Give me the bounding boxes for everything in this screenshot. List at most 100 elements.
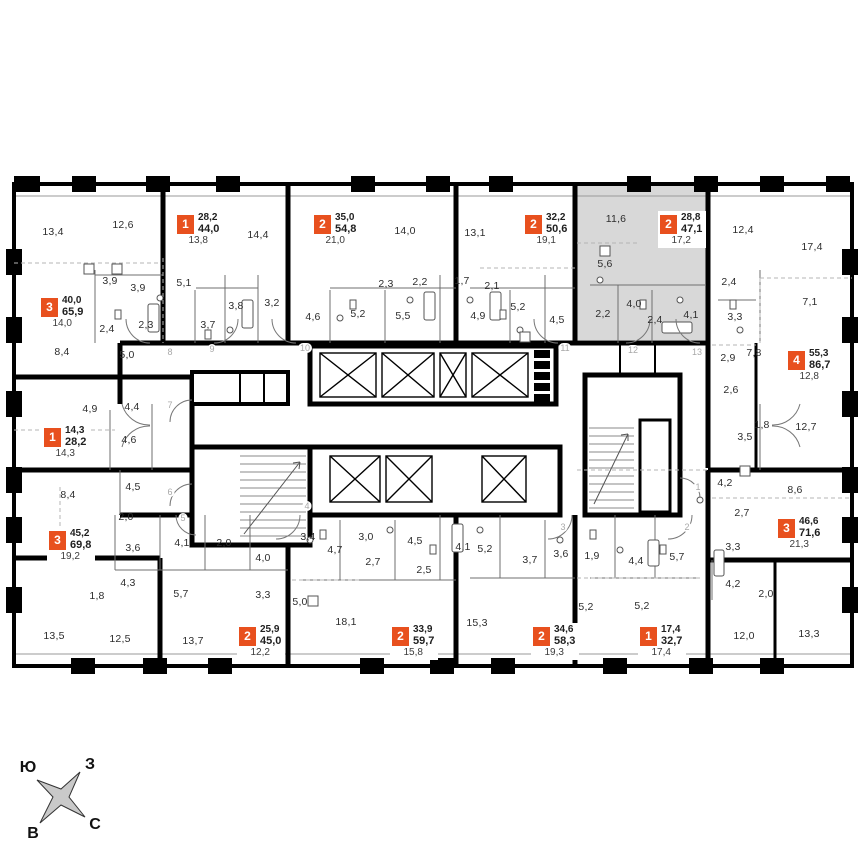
room-area-label: 3,6 — [553, 548, 569, 560]
room-area-label: 8,6 — [787, 484, 803, 496]
apartment-total-area: 71,6 — [799, 526, 821, 539]
room-area-label: 7,1 — [802, 296, 818, 308]
apartment-living-area: 40,0 — [62, 295, 82, 306]
apartment-total-area: 32,7 — [661, 634, 683, 647]
room-area-label: 12,0 — [733, 630, 755, 642]
room-area-label: 5,0 — [119, 349, 135, 361]
apartment-kitchen-area: 14,0 — [52, 318, 72, 330]
room-area-label: 3,0 — [358, 531, 374, 543]
room-area-label: 2,3 — [138, 319, 154, 331]
apartment-rooms-count: 2 — [533, 626, 550, 646]
apartment-living-area: 55,3 — [809, 348, 829, 359]
apartment-rooms-count: 2 — [660, 214, 677, 234]
compass-direction-label: Ю — [19, 759, 37, 776]
room-area-label: 2,7 — [365, 556, 381, 568]
unit-entry-number: 12 — [625, 345, 641, 355]
apartment-total-area: 44,0 — [198, 222, 220, 235]
unit-entry-number: 11 — [558, 343, 572, 353]
apartment-rooms-count: 3 — [778, 518, 795, 538]
room-area-label: 3,5 — [737, 431, 753, 443]
room-area-label: 3,2 — [264, 297, 280, 309]
room-area-label: 13,1 — [464, 227, 486, 239]
room-area-label: 3,7 — [200, 319, 216, 331]
room-area-label: 2,0 — [216, 537, 232, 549]
room-area-label: 4,3 — [120, 577, 136, 589]
room-area-label: 4,1 — [683, 309, 699, 321]
unit-entry-number: 10 — [297, 343, 313, 353]
room-area-label: 4,5 — [549, 314, 565, 326]
apartment-living-area: 17,4 — [661, 624, 681, 635]
room-area-label: 5,6 — [597, 258, 613, 270]
room-area-label: 2,4 — [721, 276, 737, 288]
room-area-label: 1,8 — [754, 419, 770, 431]
room-area-label: 18,1 — [335, 616, 357, 628]
room-area-label: 8,4 — [60, 489, 76, 501]
room-area-label: 4,4 — [628, 555, 644, 567]
room-area-label: 2,9 — [720, 352, 736, 364]
unit-entry-number: 7 — [165, 400, 175, 410]
compass-star-icon — [36, 771, 86, 824]
room-area-label: 2,2 — [412, 276, 428, 288]
apartment-kitchen-area: 17,4 — [651, 647, 671, 659]
compass-direction-label: С — [89, 816, 101, 833]
apartment-total-area: 59,7 — [413, 634, 435, 647]
room-area-label: 5,2 — [634, 600, 650, 612]
apartment-living-area: 28,2 — [198, 212, 218, 223]
apartment-living-area: 33,9 — [413, 624, 433, 635]
room-area-label: 3,4 — [300, 531, 316, 543]
room-area-label: 2,4 — [647, 314, 663, 326]
room-area-label: 5,2 — [510, 301, 526, 313]
apartment-total-area: 28,2 — [65, 435, 87, 448]
apartment-kitchen-area: 19,3 — [544, 647, 564, 659]
apartment-total-area: 47,1 — [681, 222, 703, 235]
room-area-label: 2,3 — [378, 278, 394, 290]
compass-direction-label: В — [27, 825, 39, 842]
unit-entry-number: 13 — [689, 347, 705, 357]
room-area-label: 5,0 — [292, 596, 308, 608]
room-area-label: 4,1 — [174, 537, 190, 549]
room-area-label: 1,9 — [584, 550, 600, 562]
room-area-label: 12,7 — [795, 421, 817, 433]
room-area-label: 3,3 — [727, 311, 743, 323]
room-area-label: 14,4 — [247, 229, 269, 241]
room-area-label: 5,2 — [477, 543, 493, 555]
room-area-label: 11,6 — [605, 213, 627, 225]
room-area-label: 3,7 — [522, 554, 538, 566]
apartment-living-area: 32,2 — [546, 212, 566, 223]
apartment-kitchen-area: 13,8 — [188, 235, 208, 247]
room-area-label: 4,0 — [626, 298, 642, 310]
room-area-label: 4,9 — [82, 403, 98, 415]
room-area-label: 4,5 — [125, 481, 141, 493]
room-area-label: 2,6 — [723, 384, 739, 396]
apartment-living-area: 25,9 — [260, 624, 280, 635]
room-area-label: 13,4 — [42, 226, 64, 238]
apartment-kitchen-area: 19,2 — [60, 551, 80, 563]
apartment-rooms-count: 1 — [44, 427, 61, 447]
room-area-label: 2,0 — [118, 511, 134, 523]
apartment-kitchen-area: 19,1 — [536, 235, 556, 247]
room-area-label: 3,3 — [255, 589, 271, 601]
apartment-total-area: 58,3 — [554, 634, 576, 647]
apartment-living-area: 35,0 — [335, 212, 355, 223]
apartment-rooms-count: 1 — [177, 214, 194, 234]
room-area-label: 2,4 — [99, 323, 115, 335]
room-area-label: 5,7 — [173, 588, 189, 600]
apartment-kitchen-area: 14,3 — [55, 448, 75, 460]
apartment-total-area: 45,0 — [260, 634, 282, 647]
